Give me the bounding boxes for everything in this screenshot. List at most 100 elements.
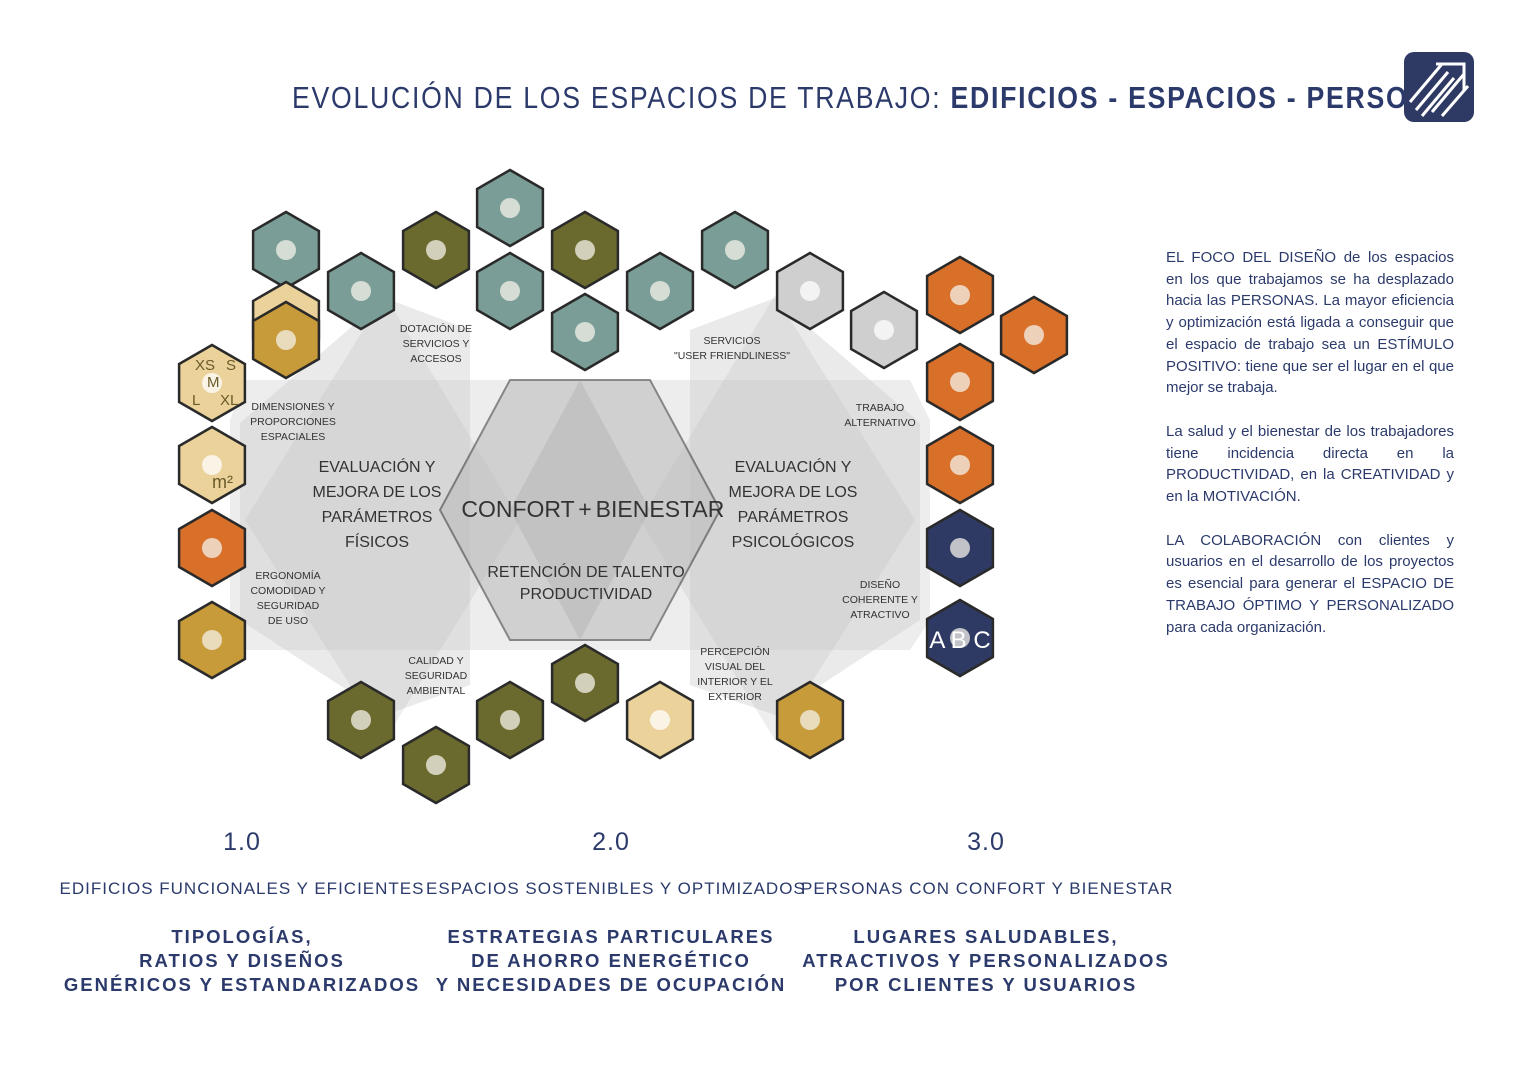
swing-icon-glyph bbox=[950, 372, 970, 392]
light-bulb-icon-glyph bbox=[500, 710, 520, 730]
column-1-line-3: GENÉRICOS Y ESTANDARIZADOS bbox=[63, 974, 421, 995]
meeting-icon-glyph bbox=[874, 320, 894, 340]
column-1-lines: TIPOLOGÍAS, RATIOS Y DISEÑOS GENÉRICOS Y… bbox=[57, 925, 427, 997]
title-bold: EDIFICIOS - ESPACIOS - PERSONAS bbox=[950, 80, 1470, 115]
beach-icon-glyph bbox=[950, 455, 970, 475]
door-icon-glyph bbox=[351, 281, 371, 301]
sun-icon-glyph bbox=[950, 285, 970, 305]
label-percepcion-2: VISUAL DEL bbox=[705, 661, 765, 673]
label-percepcion-1: PERCEPCIÓN bbox=[700, 645, 769, 658]
column-3-line-2: ATRACTIVOS Y PERSONALIZADOS bbox=[802, 950, 1170, 971]
label-trabajo-1: TRABAJO bbox=[856, 402, 904, 414]
column-2-number: 2.0 bbox=[592, 828, 630, 856]
size-l: L bbox=[192, 392, 200, 409]
label-calidad-3: AMBIENTAL bbox=[407, 685, 466, 697]
side-paragraph-2: La salud y el bienestar de los trabajado… bbox=[1166, 422, 1454, 506]
size-xs: XS bbox=[195, 357, 215, 374]
hexagon-icons bbox=[177, 168, 1069, 805]
plug-icon-glyph bbox=[426, 240, 446, 260]
column-2-line-3: Y NECESIDADES DE OCUPACIÓN bbox=[435, 974, 787, 995]
title-light: EVOLUCIÓN DE LOS ESPACIOS DE TRABAJO: bbox=[292, 80, 951, 115]
workstation-icon-glyph bbox=[276, 330, 296, 350]
devices-icon-glyph bbox=[1024, 325, 1044, 345]
thermometer-icon-glyph bbox=[426, 755, 446, 775]
label-ergonomia-2: COMODIDAD Y bbox=[250, 585, 325, 597]
column-3-subtitle: PERSONAS CON CONFORT Y BIENESTAR bbox=[801, 879, 1174, 898]
water-drop-icon-glyph bbox=[575, 240, 595, 260]
center-plus: + bbox=[578, 496, 591, 522]
company-logo bbox=[1404, 52, 1474, 122]
column-2-lines: ESTRATEGIAS PARTICULARES DE AHORRO ENERG… bbox=[426, 925, 796, 997]
label-dotacion-1: DOTACIÓN DE bbox=[400, 322, 472, 335]
size-xl: XL bbox=[220, 392, 238, 409]
size-m: M bbox=[207, 374, 220, 391]
column-3: 3.0 PERSONAS CON CONFORT Y BIENESTAR LUG… bbox=[801, 828, 1174, 997]
page-title: EVOLUCIÓN DE LOS ESPACIOS DE TRABAJO: ED… bbox=[292, 80, 1470, 116]
label-calidad-2: SEGURIDAD bbox=[405, 670, 468, 682]
label-servicios-2: "USER FRIENDLINESS" bbox=[674, 350, 790, 362]
column-1-subtitle: EDIFICIOS FUNCIONALES Y EFICIENTES bbox=[59, 879, 425, 898]
label-diseno-1: DISEÑO bbox=[860, 578, 900, 591]
column-3-lines: LUGARES SALUDABLES, ATRACTIVOS Y PERSONA… bbox=[801, 925, 1171, 997]
center-retencion: RETENCIÓN DE TALENTO bbox=[487, 562, 684, 581]
column-3-line-1: LUGARES SALUDABLES, bbox=[853, 926, 1119, 947]
column-1-number: 1.0 bbox=[223, 828, 261, 856]
label-diseno-3: ATRACTIVO bbox=[850, 609, 909, 621]
area-icon-glyph bbox=[202, 455, 222, 475]
label-trabajo-2: ALTERNATIVO bbox=[844, 417, 915, 429]
label-dimensiones-2: PROPORCIONES bbox=[250, 416, 336, 428]
column-1-line-1: TIPOLOGÍAS, bbox=[171, 926, 313, 947]
left-group-line-1: EVALUACIÓN Y bbox=[319, 457, 436, 476]
center-confort: CONFORT bbox=[461, 496, 574, 522]
sun-icon-glyph bbox=[575, 673, 595, 693]
column-3-number: 3.0 bbox=[967, 828, 1005, 856]
column-3-line-3: POR CLIENTES Y USUARIOS bbox=[834, 974, 1138, 995]
right-group-line-3: PARÁMETROS bbox=[738, 507, 849, 526]
side-paragraph-1: EL FOCO DEL DISEÑO de los espacios en lo… bbox=[1166, 249, 1454, 397]
building-icon-glyph bbox=[575, 322, 595, 342]
label-servicios-1: SERVICIOS bbox=[704, 335, 761, 347]
label-ergonomia-3: SEGURIDAD bbox=[257, 600, 320, 612]
label-diseno-2: COHERENTE Y bbox=[842, 594, 918, 606]
column-1: 1.0 EDIFICIOS FUNCIONALES Y EFICIENTES T… bbox=[57, 828, 427, 997]
label-ergonomia-1: ERGONOMÍA bbox=[255, 569, 320, 582]
column-1-line-2: RATIOS Y DISEÑOS bbox=[139, 950, 345, 971]
column-2-line-2: DE AHORRO ENERGÉTICO bbox=[471, 950, 751, 971]
relax-icon-glyph bbox=[725, 240, 745, 260]
abc-icon-glyph bbox=[950, 628, 970, 648]
label-dimensiones-3: ESPACIALES bbox=[261, 431, 326, 443]
hexagon-icon-glyph bbox=[650, 710, 670, 730]
size-s: S bbox=[226, 357, 236, 374]
printer-icon-glyph bbox=[276, 240, 296, 260]
restroom-icon-glyph bbox=[500, 281, 520, 301]
label-dimensiones-1: DIMENSIONES Y bbox=[251, 401, 334, 413]
side-description: EL FOCO DEL DISEÑO de los espacios en lo… bbox=[1166, 247, 1454, 660]
left-group-line-3: PARÁMETROS bbox=[322, 507, 433, 526]
cleaning-icon-glyph bbox=[500, 198, 520, 218]
left-group-line-4: FÍSICOS bbox=[345, 532, 409, 551]
column-2: 2.0 ESPACIOS SOSTENIBLES Y OPTIMIZADOS E… bbox=[426, 828, 806, 997]
hexagon-diagram: CONFORT + BIENESTAR RETENCIÓN DE TALENTO… bbox=[177, 168, 1069, 805]
abc-text: A B C bbox=[929, 627, 990, 654]
label-ergonomia-4: DE USO bbox=[268, 615, 308, 627]
sound-icon-glyph bbox=[351, 710, 371, 730]
coffee-icon-glyph bbox=[650, 281, 670, 301]
chair-icon-glyph bbox=[202, 630, 222, 650]
right-group-line-4: PSICOLÓGICOS bbox=[732, 532, 855, 551]
label-dotacion-2: SERVICIOS Y bbox=[403, 338, 470, 350]
m2-text: m² bbox=[212, 472, 233, 492]
shape-icon-glyph bbox=[950, 538, 970, 558]
label-calidad-1: CALIDAD Y bbox=[408, 655, 463, 667]
column-2-subtitle: ESPACIOS SOSTENIBLES Y OPTIMIZADOS bbox=[426, 879, 806, 898]
left-group-line-2: MEJORA DE LOS bbox=[313, 484, 442, 501]
hexagon-icon-glyph bbox=[800, 710, 820, 730]
center-productividad: PRODUCTIVIDAD bbox=[520, 586, 652, 603]
side-paragraph-3: LA COLABORACIÓN con clientes y usuarios … bbox=[1166, 531, 1454, 636]
label-percepcion-4: EXTERIOR bbox=[708, 691, 762, 703]
label-percepcion-3: INTERIOR Y EL bbox=[697, 676, 773, 688]
settings-icon-glyph bbox=[202, 538, 222, 558]
label-dotacion-3: ACCESOS bbox=[410, 353, 461, 365]
right-group-line-2: MEJORA DE LOS bbox=[729, 484, 858, 501]
background-shapes bbox=[230, 295, 930, 740]
column-2-line-1: ESTRATEGIAS PARTICULARES bbox=[447, 926, 775, 947]
